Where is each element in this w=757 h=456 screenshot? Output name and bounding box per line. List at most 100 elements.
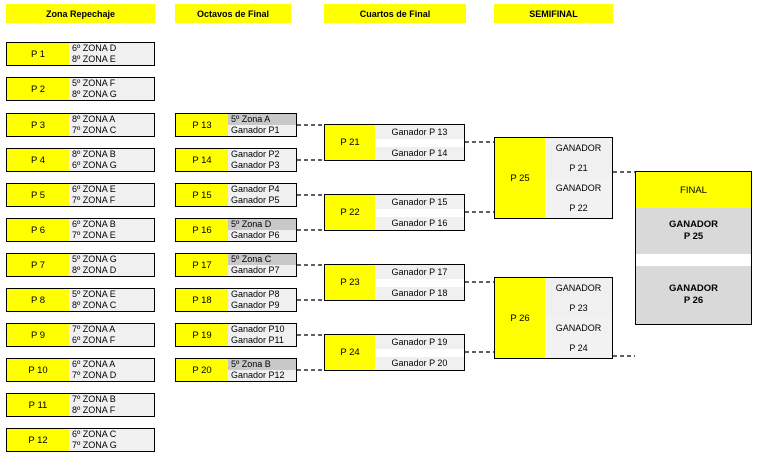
- match-id: P 3: [7, 114, 69, 136]
- winner-label: GANADOR: [668, 219, 719, 230]
- team-1: 5º Zona D: [228, 219, 296, 230]
- match-id: P 9: [7, 324, 69, 346]
- match-id: P 11: [7, 394, 69, 416]
- team-2: Ganador P6: [231, 230, 280, 240]
- team-2: Ganador P 18: [375, 286, 464, 300]
- team-1: Ganador P 19: [375, 335, 464, 349]
- match-id: P 17: [176, 254, 228, 276]
- winner-label: GANADOR: [545, 138, 612, 158]
- match-id: P 12: [7, 429, 69, 451]
- final-winner-p26: GANADOR P 26: [636, 266, 751, 324]
- match-id: P 10: [7, 359, 69, 381]
- match-id: P 14: [176, 149, 228, 171]
- team-2: 8º ZONA D: [72, 265, 117, 275]
- match-id: P 26: [495, 278, 545, 358]
- match-id: P 25: [495, 138, 545, 218]
- team-1: 5º ZONA E: [72, 289, 116, 299]
- match-p26: P 26 GANADOR P 23 GANADOR P 24: [494, 277, 613, 359]
- team-1: 5º Zona B: [228, 359, 296, 370]
- match-id: P 6: [7, 219, 69, 241]
- team-1: 6º ZONA D: [72, 43, 117, 53]
- match-id: P 23: [325, 265, 375, 300]
- winner-label: GANADOR: [545, 318, 612, 338]
- winner-label: GANADOR: [668, 283, 719, 294]
- match-id: P 1: [7, 43, 69, 65]
- match-id: P 8: [7, 289, 69, 311]
- team-2: 8º ZONA C: [72, 300, 117, 310]
- team-2: 7º ZONA C: [72, 125, 117, 135]
- final-box: FINAL GANADOR P 25 GANADOR P 26: [635, 171, 752, 325]
- final-winner-p25: GANADOR P 25: [636, 208, 751, 254]
- match-p23: P 23 Ganador P 17 Ganador P 18: [324, 264, 465, 301]
- match-id: P 15: [176, 184, 228, 206]
- spacer: [375, 279, 464, 287]
- final-title: FINAL: [636, 172, 751, 208]
- team-2: Ganador P 16: [375, 216, 464, 230]
- team-1: Ganador P 17: [375, 265, 464, 279]
- team-1: Ganador P2: [231, 149, 280, 159]
- team-1: 5º ZONA F: [72, 78, 116, 88]
- winner-ref: P 23: [545, 298, 612, 318]
- team-2: 6º ZONA F: [72, 335, 116, 345]
- team-1: 8º ZONA B: [72, 149, 116, 159]
- team-2: Ganador P 20: [375, 356, 464, 370]
- team-1: 5º Zona A: [228, 114, 296, 125]
- match-id: P 2: [7, 78, 69, 100]
- team-2: Ganador P7: [231, 265, 280, 275]
- match-id: P 21: [325, 125, 375, 160]
- header-cuartos: Cuartos de Final: [324, 4, 466, 23]
- match-id: P 19: [176, 324, 228, 346]
- match-id: P 5: [7, 184, 69, 206]
- team-1: 8º ZONA A: [72, 114, 116, 124]
- match-id: P 7: [7, 254, 69, 276]
- match-id: P 20: [176, 359, 228, 381]
- match-id: P 13: [176, 114, 228, 136]
- team-1: Ganador P 13: [375, 125, 464, 139]
- team-1: Ganador P10: [231, 324, 285, 334]
- final-gap: [636, 254, 751, 266]
- team-1: Ganador P 15: [375, 195, 464, 209]
- team-1: 6º ZONA B: [72, 219, 116, 229]
- match-id: P 24: [325, 335, 375, 370]
- team-2: 8º ZONA F: [72, 405, 116, 415]
- winner-ref: P 21: [545, 158, 612, 178]
- team-2: Ganador P12: [231, 370, 285, 380]
- team-2: Ganador P3: [231, 160, 280, 170]
- team-2: Ganador P1: [231, 125, 280, 135]
- winner-ref: P 22: [545, 198, 612, 218]
- team-2: 7º ZONA D: [72, 370, 117, 380]
- team-2: Ganador P11: [231, 335, 284, 345]
- header-zona-repechaje: Zona Repechaje: [6, 4, 155, 23]
- match-id: P 18: [176, 289, 228, 311]
- team-1: 5º Zona C: [228, 254, 296, 265]
- team-1: 6º ZONA C: [72, 429, 117, 439]
- team-2: 7º ZONA F: [72, 195, 116, 205]
- team-1: 6º ZONA A: [72, 359, 116, 369]
- winner-label: GANADOR: [545, 278, 612, 298]
- team-1: 7º ZONA A: [72, 324, 116, 334]
- team-2: 7º ZONA E: [72, 230, 116, 240]
- spacer: [375, 139, 464, 147]
- team-1: Ganador P4: [231, 184, 280, 194]
- team-1: 7º ZONA B: [72, 394, 116, 404]
- team-1: Ganador P8: [231, 289, 280, 299]
- match-id: P 16: [176, 219, 228, 241]
- match-id: P 4: [7, 149, 69, 171]
- header-semifinal: SEMIFINAL: [494, 4, 613, 23]
